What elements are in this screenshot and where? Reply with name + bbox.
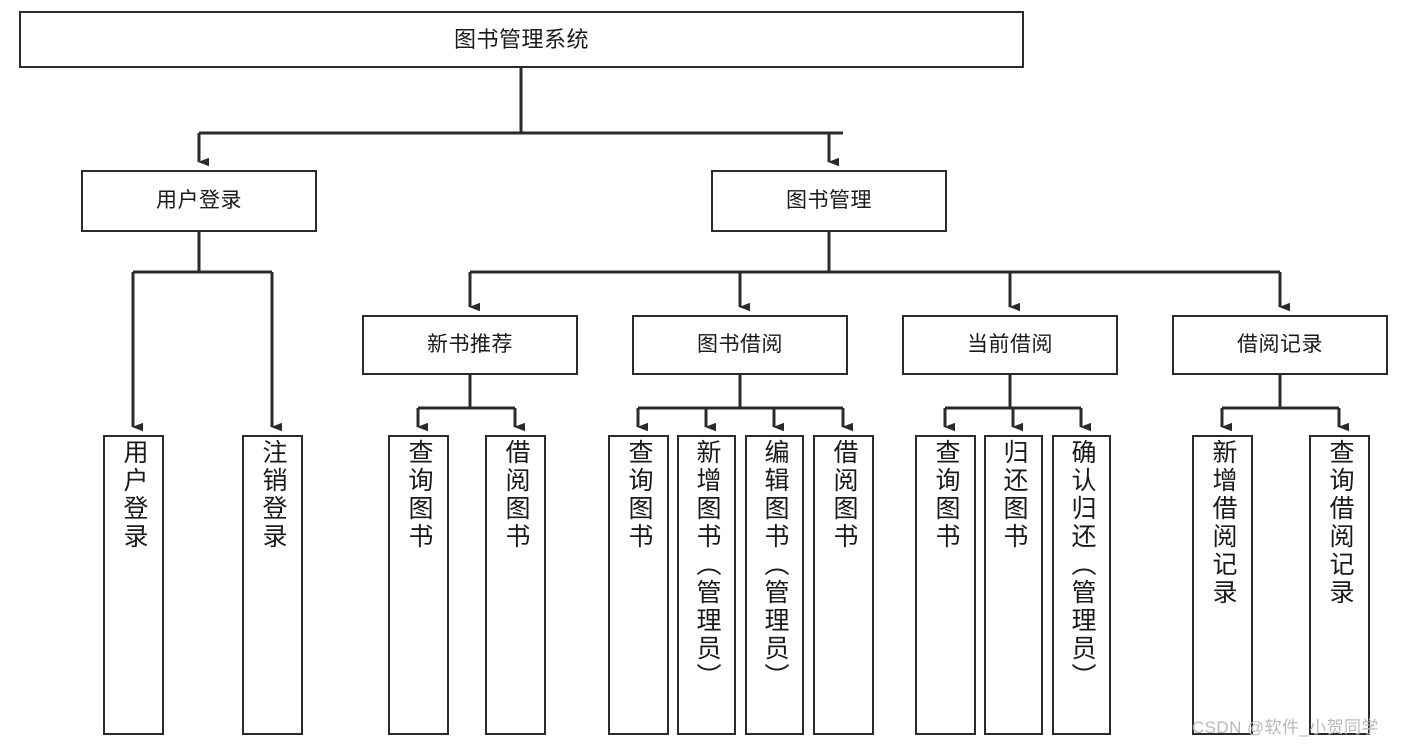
node-book-manage-label: 图书管理 (786, 188, 872, 212)
node-leaf-add-record[interactable]: 新增借阅记录 (1192, 435, 1253, 735)
node-leaf-add-book[interactable]: 新增图书（管理员） (677, 435, 736, 735)
node-leaf-confirm-return[interactable]: 确认归还（管理员） (1052, 435, 1111, 735)
node-user-login-label: 用户登录 (156, 188, 242, 212)
node-user-login[interactable]: 用户登录 (81, 170, 317, 232)
node-book-borrow[interactable]: 图书借阅 (632, 315, 848, 375)
node-root[interactable]: 图书管理系统 (19, 11, 1024, 68)
node-leaf-query-book-1[interactable]: 查询图书 (388, 435, 449, 735)
node-borrow-record[interactable]: 借阅记录 (1172, 315, 1388, 375)
node-leaf-user-login-label: 用户登录 (120, 439, 148, 551)
node-borrow-record-label: 借阅记录 (1237, 332, 1323, 356)
node-leaf-return-book[interactable]: 归还图书 (984, 435, 1043, 735)
node-current-borrow-label: 当前借阅 (967, 332, 1053, 356)
node-leaf-confirm-return-label: 确认归还（管理员） (1068, 439, 1096, 691)
node-new-book-rec[interactable]: 新书推荐 (362, 315, 578, 375)
node-leaf-add-book-label: 新增图书（管理员） (693, 439, 721, 691)
node-leaf-borrow-book-1-label: 借阅图书 (502, 439, 530, 551)
node-leaf-query-book-2-label: 查询图书 (625, 439, 653, 551)
node-leaf-query-book-3[interactable]: 查询图书 (915, 435, 976, 735)
node-leaf-query-record[interactable]: 查询借阅记录 (1309, 435, 1370, 735)
node-root-label: 图书管理系统 (453, 26, 589, 52)
node-leaf-user-logout[interactable]: 注销登录 (242, 435, 303, 735)
csdn-watermark: CSDN @软件_小贺同学 (1192, 718, 1379, 737)
node-leaf-add-record-label: 新增借阅记录 (1209, 439, 1237, 607)
node-book-borrow-label: 图书借阅 (697, 332, 783, 356)
node-leaf-user-login[interactable]: 用户登录 (103, 435, 164, 735)
node-leaf-query-book-2[interactable]: 查询图书 (608, 435, 669, 735)
node-leaf-return-book-label: 归还图书 (1000, 439, 1028, 551)
node-leaf-edit-book[interactable]: 编辑图书（管理员） (745, 435, 804, 735)
node-current-borrow[interactable]: 当前借阅 (902, 315, 1118, 375)
node-leaf-borrow-book-1[interactable]: 借阅图书 (485, 435, 546, 735)
node-leaf-edit-book-label: 编辑图书（管理员） (761, 439, 789, 691)
node-new-book-rec-label: 新书推荐 (427, 332, 513, 356)
node-leaf-borrow-book-2[interactable]: 借阅图书 (813, 435, 874, 735)
node-leaf-query-book-1-label: 查询图书 (405, 439, 433, 551)
node-leaf-query-book-3-label: 查询图书 (932, 439, 960, 551)
node-book-manage[interactable]: 图书管理 (711, 170, 947, 232)
node-leaf-user-logout-label: 注销登录 (259, 439, 287, 551)
node-leaf-borrow-book-2-label: 借阅图书 (830, 439, 858, 551)
node-leaf-query-record-label: 查询借阅记录 (1326, 439, 1354, 607)
